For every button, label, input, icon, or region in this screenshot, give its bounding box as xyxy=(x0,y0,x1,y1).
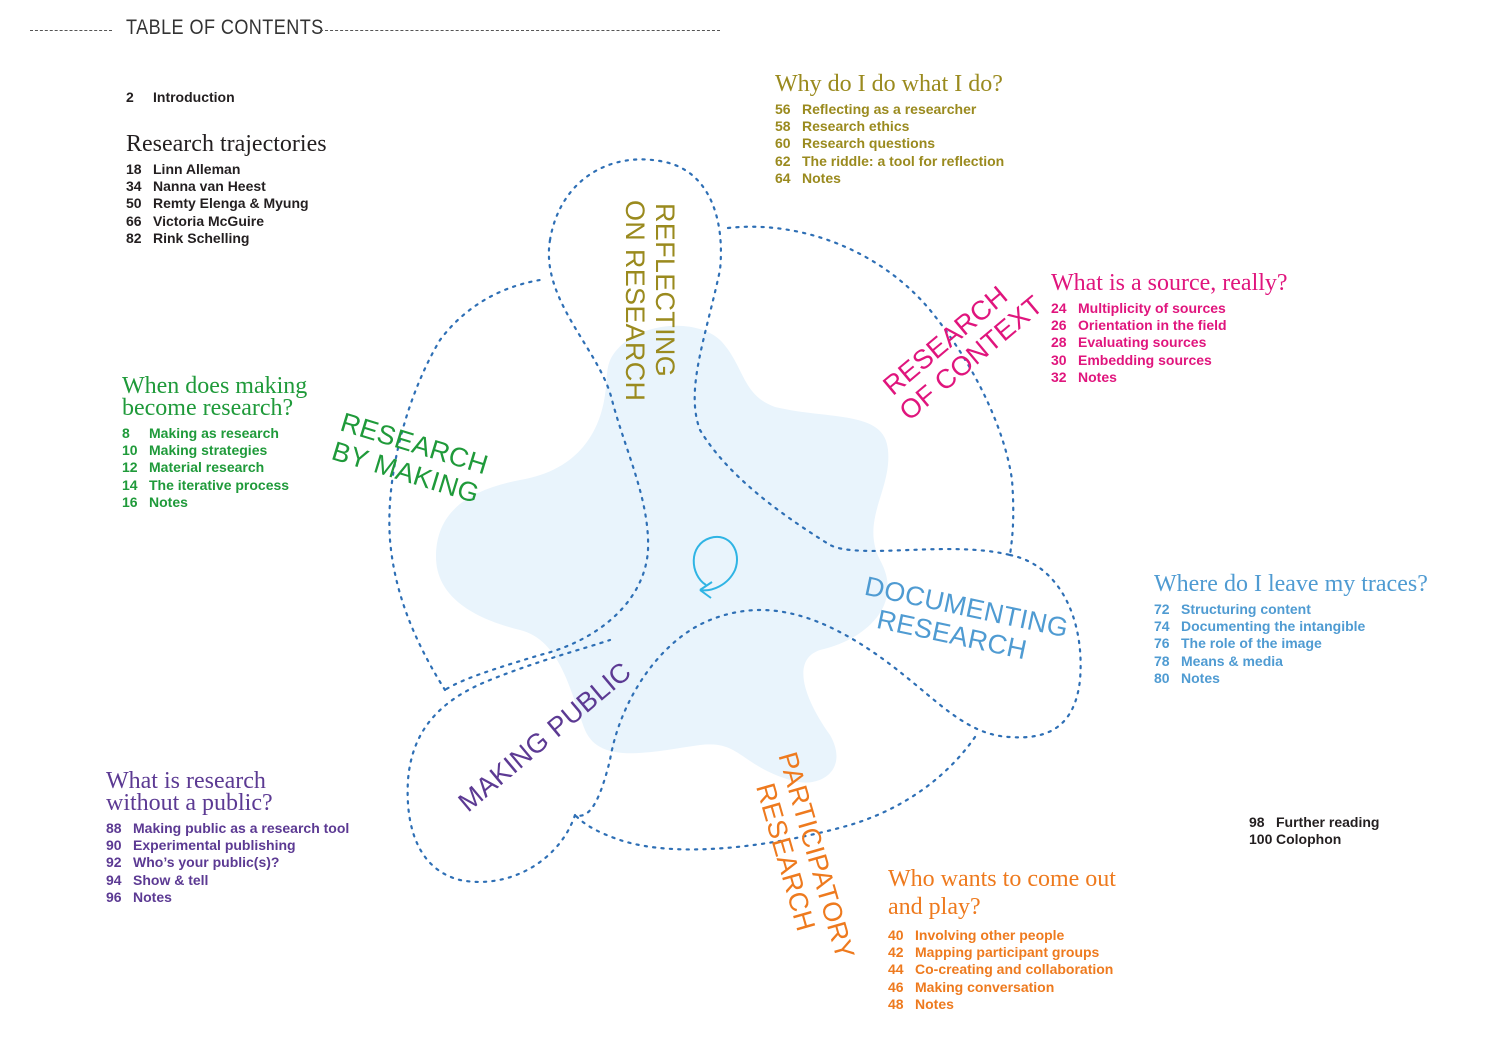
section-heading: Where do I leave my traces? xyxy=(1154,571,1428,597)
page-title: TABLE OF CONTENTS xyxy=(126,16,324,39)
cycle-icon xyxy=(692,535,738,599)
petal-documenting xyxy=(573,553,1082,817)
petal-making xyxy=(388,278,542,692)
petal-participatory xyxy=(573,735,977,851)
header-rule-left xyxy=(30,30,112,31)
section-heading: What is a source, really? xyxy=(1051,270,1288,296)
center-blob xyxy=(435,325,889,783)
header-rule-right xyxy=(320,30,720,31)
petal-reflecting-left xyxy=(443,238,650,692)
petal-reflecting xyxy=(548,158,1012,557)
petal-context xyxy=(726,225,1015,557)
section-heading: Research trajectories xyxy=(126,131,327,157)
petal-public xyxy=(406,638,612,883)
section-heading: Why do I do what I do? xyxy=(775,71,1003,97)
